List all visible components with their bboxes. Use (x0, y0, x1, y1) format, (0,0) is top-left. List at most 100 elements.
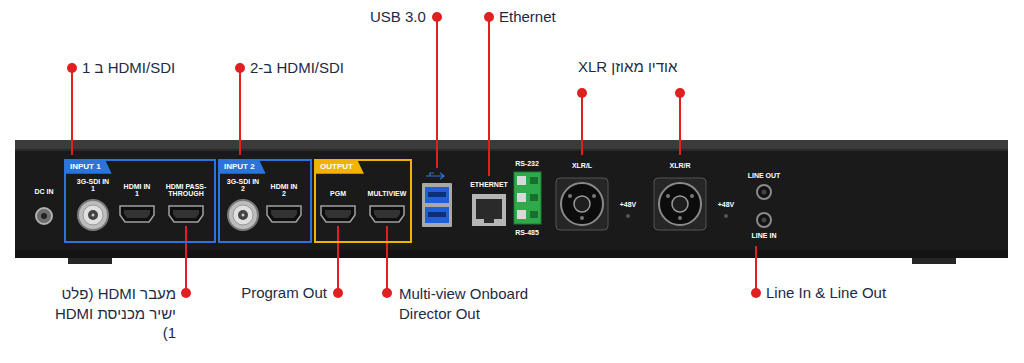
leader-dot (577, 88, 587, 98)
xlr-combo-jack (672, 196, 688, 212)
usb-port (425, 207, 449, 223)
ethernet-jack (472, 194, 506, 226)
callout-label: HDMI/SDI ב-2 (250, 59, 344, 77)
callout-label: מעבר HDMI (פלט ישיר מכניסת HDMI 1) (38, 284, 176, 343)
port-label: MULTIVIEW (366, 190, 408, 197)
terminal-block (514, 172, 541, 224)
usb-port (428, 192, 446, 197)
terminal-block (530, 177, 538, 184)
port-label: XLR/L (564, 162, 600, 169)
port-group-box: INPUT 2 (218, 159, 312, 243)
audio-jack (757, 185, 771, 227)
usb-port (422, 183, 452, 227)
ethernet-jack (472, 194, 506, 226)
hdmi-port (325, 210, 351, 218)
xlr-combo-jack (556, 178, 608, 230)
hdmi-port (271, 210, 297, 218)
leader-dot (751, 288, 761, 298)
phantom-led (724, 214, 728, 218)
usb-port (426, 173, 444, 179)
xlr-combo-jack (556, 178, 608, 230)
terminal-block (530, 211, 538, 218)
callout-label: אודיו מאוזן XLR (578, 58, 677, 76)
bnc-connector (228, 200, 258, 230)
usb-port (428, 212, 446, 217)
group-heading: INPUT 2 (220, 161, 266, 174)
leader-line (185, 226, 187, 293)
port-label: HDMI IN 1 (121, 183, 153, 198)
terminal-block (517, 193, 526, 202)
usb-port (425, 187, 449, 203)
port-label: HDMI PASS-THROUGH (160, 183, 212, 198)
port-label: +48V (613, 201, 643, 208)
port-label: +48V (711, 201, 741, 208)
audio-jack (757, 213, 771, 227)
leader-line (71, 68, 73, 155)
hdmi-port (267, 206, 301, 222)
leader-dot (484, 12, 494, 22)
xlr-combo-jack (654, 178, 706, 230)
hdmi-port (120, 206, 154, 222)
bnc-connector (242, 214, 245, 217)
port-label: 3G-SDI IN 2 (226, 178, 260, 193)
bnc-connector (92, 214, 95, 217)
device-body (68, 258, 112, 264)
callout-label: HDMI/SDI ב 1 (82, 59, 175, 77)
hdmi-port (321, 206, 355, 222)
leader-dot (382, 288, 392, 298)
port-label: XLR/R (662, 162, 698, 169)
bnc-connector (83, 205, 103, 225)
leader-dot (181, 288, 191, 298)
dc-jack (36, 208, 52, 224)
xlr-combo-jack (580, 216, 584, 220)
group-heading: INPUT 1 (66, 161, 112, 174)
leader-dot (333, 288, 343, 298)
bnc-connector (238, 210, 248, 220)
leader-line (581, 93, 583, 155)
terminal-block (517, 210, 526, 219)
port-label: LINE IN (742, 232, 786, 239)
port-label: ETHERNET (467, 181, 511, 188)
device-body (15, 140, 1008, 264)
hdmi-port (169, 206, 203, 222)
dc-jack (36, 208, 52, 224)
dc-jack (41, 213, 47, 219)
phantom-led (626, 214, 728, 218)
hdmi-port (321, 206, 355, 222)
leader-line (239, 68, 241, 155)
xlr-combo-jack (666, 194, 670, 198)
port-label: DC IN (27, 188, 61, 195)
ethernet-jack (476, 199, 502, 219)
leader-line (755, 246, 757, 293)
xlr-combo-jack (690, 194, 694, 198)
audio-jack (762, 190, 767, 195)
port-label: LINE OUT (742, 172, 786, 179)
xlr-combo-jack (592, 194, 596, 198)
group-heading: OUTPUT (316, 161, 364, 174)
port-group-box: INPUT 1 (64, 159, 216, 243)
device-body (15, 250, 1008, 258)
audio-jack (762, 218, 767, 223)
ethernet-jack (484, 219, 494, 223)
leader-line (679, 93, 681, 155)
xlr-combo-jack (568, 194, 572, 198)
terminal-block (517, 176, 526, 185)
xlr-combo-jack (561, 183, 603, 225)
port-group-box: OUTPUT (314, 159, 412, 243)
hdmi-port (173, 210, 199, 218)
hdmi-port (169, 206, 203, 222)
device-body (15, 140, 1008, 149)
device-body (912, 258, 956, 264)
leader-line (436, 17, 438, 168)
leader-line (72, 17, 756, 293)
hdmi-port (374, 210, 400, 218)
xlr-combo-jack (678, 216, 682, 220)
port-label: HDMI IN 2 (268, 183, 300, 198)
terminal-block (514, 172, 541, 224)
leader-dot (235, 63, 245, 73)
leader-dot (675, 88, 685, 98)
hdmi-port (267, 206, 301, 222)
bnc-connector (88, 210, 98, 220)
callout-label: USB 3.0 (370, 8, 426, 26)
